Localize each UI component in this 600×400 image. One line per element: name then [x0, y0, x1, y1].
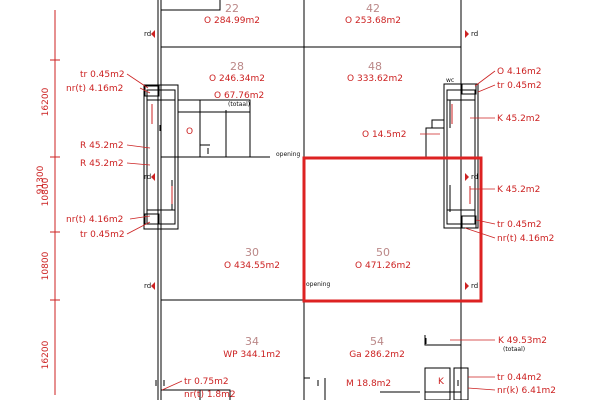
label-right-k2: K 45.2m2	[497, 185, 540, 195]
leader-lines	[126, 70, 496, 391]
label-bottom-tr: tr 0.75m2	[184, 377, 229, 387]
unit-area: Ga 286.2m2	[349, 350, 405, 360]
label-right-k1: K 45.2m2	[497, 114, 540, 124]
label-inner-o-letter: O	[186, 127, 193, 137]
dimension-line	[50, 10, 60, 395]
unit-number: 48	[368, 60, 382, 73]
unit-area: O 471.26m2	[355, 261, 411, 271]
svg-text:rd: rd	[471, 30, 478, 38]
unit-number: 50	[376, 246, 390, 259]
grid-marker-right-1: rd	[465, 30, 478, 38]
unit-50[interactable]: 50 O 471.26m2	[355, 246, 411, 271]
label-right-tr-mid: tr 0.45m2	[497, 220, 542, 230]
unit-34[interactable]: 34 WP 344.1m2	[223, 335, 280, 360]
grid-marker-right-2: rd	[465, 173, 478, 181]
unit-number: 42	[366, 2, 380, 15]
unit-number: 34	[245, 335, 259, 348]
unit-number: 28	[230, 60, 244, 73]
unit-number: 22	[225, 2, 239, 15]
room-annotations: tr 0.45m2 nr(t) 4.16m2 R 45.2m2 R 45.2m2…	[66, 67, 556, 400]
unit-area: O 333.62m2	[347, 74, 403, 84]
dimension-overall: 91300	[36, 165, 46, 194]
unit-30[interactable]: 30 O 434.55m2	[224, 246, 280, 271]
label-left-tr-bottom: tr 0.45m2	[80, 230, 125, 240]
label-o-small: O 14.5m2	[362, 130, 406, 140]
unit-number: 30	[245, 246, 259, 259]
unit-48[interactable]: 48 O 333.62m2	[347, 60, 403, 84]
label-left-nr-bottom: nr(t) 4.16m2	[66, 215, 123, 225]
grid-markers: rd rd rd rd rd rd	[144, 30, 478, 290]
unit-area: O 253.68m2	[345, 16, 401, 26]
dimension-3: 10800	[41, 251, 51, 280]
unit-42[interactable]: 42 O 253.68m2	[345, 2, 401, 26]
grid-marker-left-1: rd	[144, 30, 155, 38]
label-right-o: O 4.16m2	[497, 67, 541, 77]
label-k-letter: K	[438, 377, 445, 387]
unit-area: O 434.55m2	[224, 261, 280, 271]
label-bottom-tr-right: tr 0.44m2	[497, 373, 542, 383]
grid-marker-right-3: rd	[465, 282, 478, 290]
unit-54[interactable]: 54 Ga 286.2m2	[349, 335, 405, 360]
unit-area: O 246.34m2	[209, 74, 265, 84]
label-k-large: K 49.53m2	[498, 336, 547, 346]
label-m-area: M 18.8m2	[346, 379, 391, 389]
label-opening-bottom: opening	[306, 281, 330, 288]
label-left-nr-top: nr(t) 4.16m2	[66, 84, 123, 94]
unit-area: O 284.99m2	[204, 16, 260, 26]
unit-area: WP 344.1m2	[223, 350, 280, 360]
label-inner-o-note: (totaal)	[228, 101, 250, 108]
label-opening-top: opening	[276, 151, 300, 158]
label-left-tr-top: tr 0.45m2	[80, 70, 125, 80]
label-left-r1: R 45.2m2	[80, 141, 124, 151]
svg-text:rd: rd	[471, 282, 478, 290]
unit-22[interactable]: 22 O 284.99m2	[204, 2, 260, 26]
dimension-4: 16200	[41, 340, 51, 369]
door-marks	[155, 125, 459, 386]
label-k-large-note: (totaal)	[503, 346, 525, 353]
dimension-2: 10800	[41, 177, 51, 206]
grid-marker-left-2: rd	[144, 173, 155, 181]
selected-unit-outline[interactable]	[302, 156, 483, 303]
svg-text:rd: rd	[144, 173, 151, 181]
unit-28[interactable]: 28 O 246.34m2	[209, 60, 265, 84]
label-inner-o: O 67.76m2	[214, 91, 264, 101]
unit-number: 54	[370, 335, 384, 348]
wall-lines	[143, 0, 479, 400]
svg-text:rd: rd	[144, 282, 151, 290]
svg-text:rd: rd	[144, 30, 151, 38]
svg-text:rd: rd	[471, 173, 478, 181]
dimension-1: 16200	[41, 87, 51, 116]
label-wc: wc	[446, 77, 454, 84]
label-bottom-nr-right: nr(k) 6.41m2	[497, 386, 556, 396]
grid-marker-left-3: rd	[144, 282, 155, 290]
label-right-tr-top: tr 0.45m2	[497, 81, 542, 91]
label-right-nr: nr(t) 4.16m2	[497, 234, 554, 244]
label-left-r2: R 45.2m2	[80, 159, 124, 169]
label-bottom-nr: nr(t) 1.8m2	[184, 390, 236, 400]
